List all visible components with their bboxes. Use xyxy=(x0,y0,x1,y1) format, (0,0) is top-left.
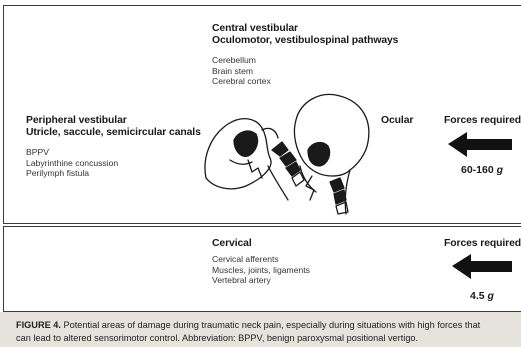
skull-extension-illustration xyxy=(294,94,368,214)
diagram-artwork xyxy=(0,0,521,312)
caption-text-1: Potential areas of damage during traumat… xyxy=(61,320,480,330)
caption-line-1: FIGURE 4. Potential areas of damage duri… xyxy=(16,319,521,332)
figure-caption: FIGURE 4. Potential areas of damage duri… xyxy=(16,319,521,344)
skull-flexion-illustration xyxy=(205,119,304,200)
left-arrow-icon xyxy=(448,132,512,157)
caption-figure-label: FIGURE 4. xyxy=(16,320,61,330)
caption-line-2: can lead to altered sensorimotor control… xyxy=(16,332,521,345)
figure-caption-band: FIGURE 4. Potential areas of damage duri… xyxy=(0,312,521,347)
left-arrow-icon xyxy=(452,254,512,279)
